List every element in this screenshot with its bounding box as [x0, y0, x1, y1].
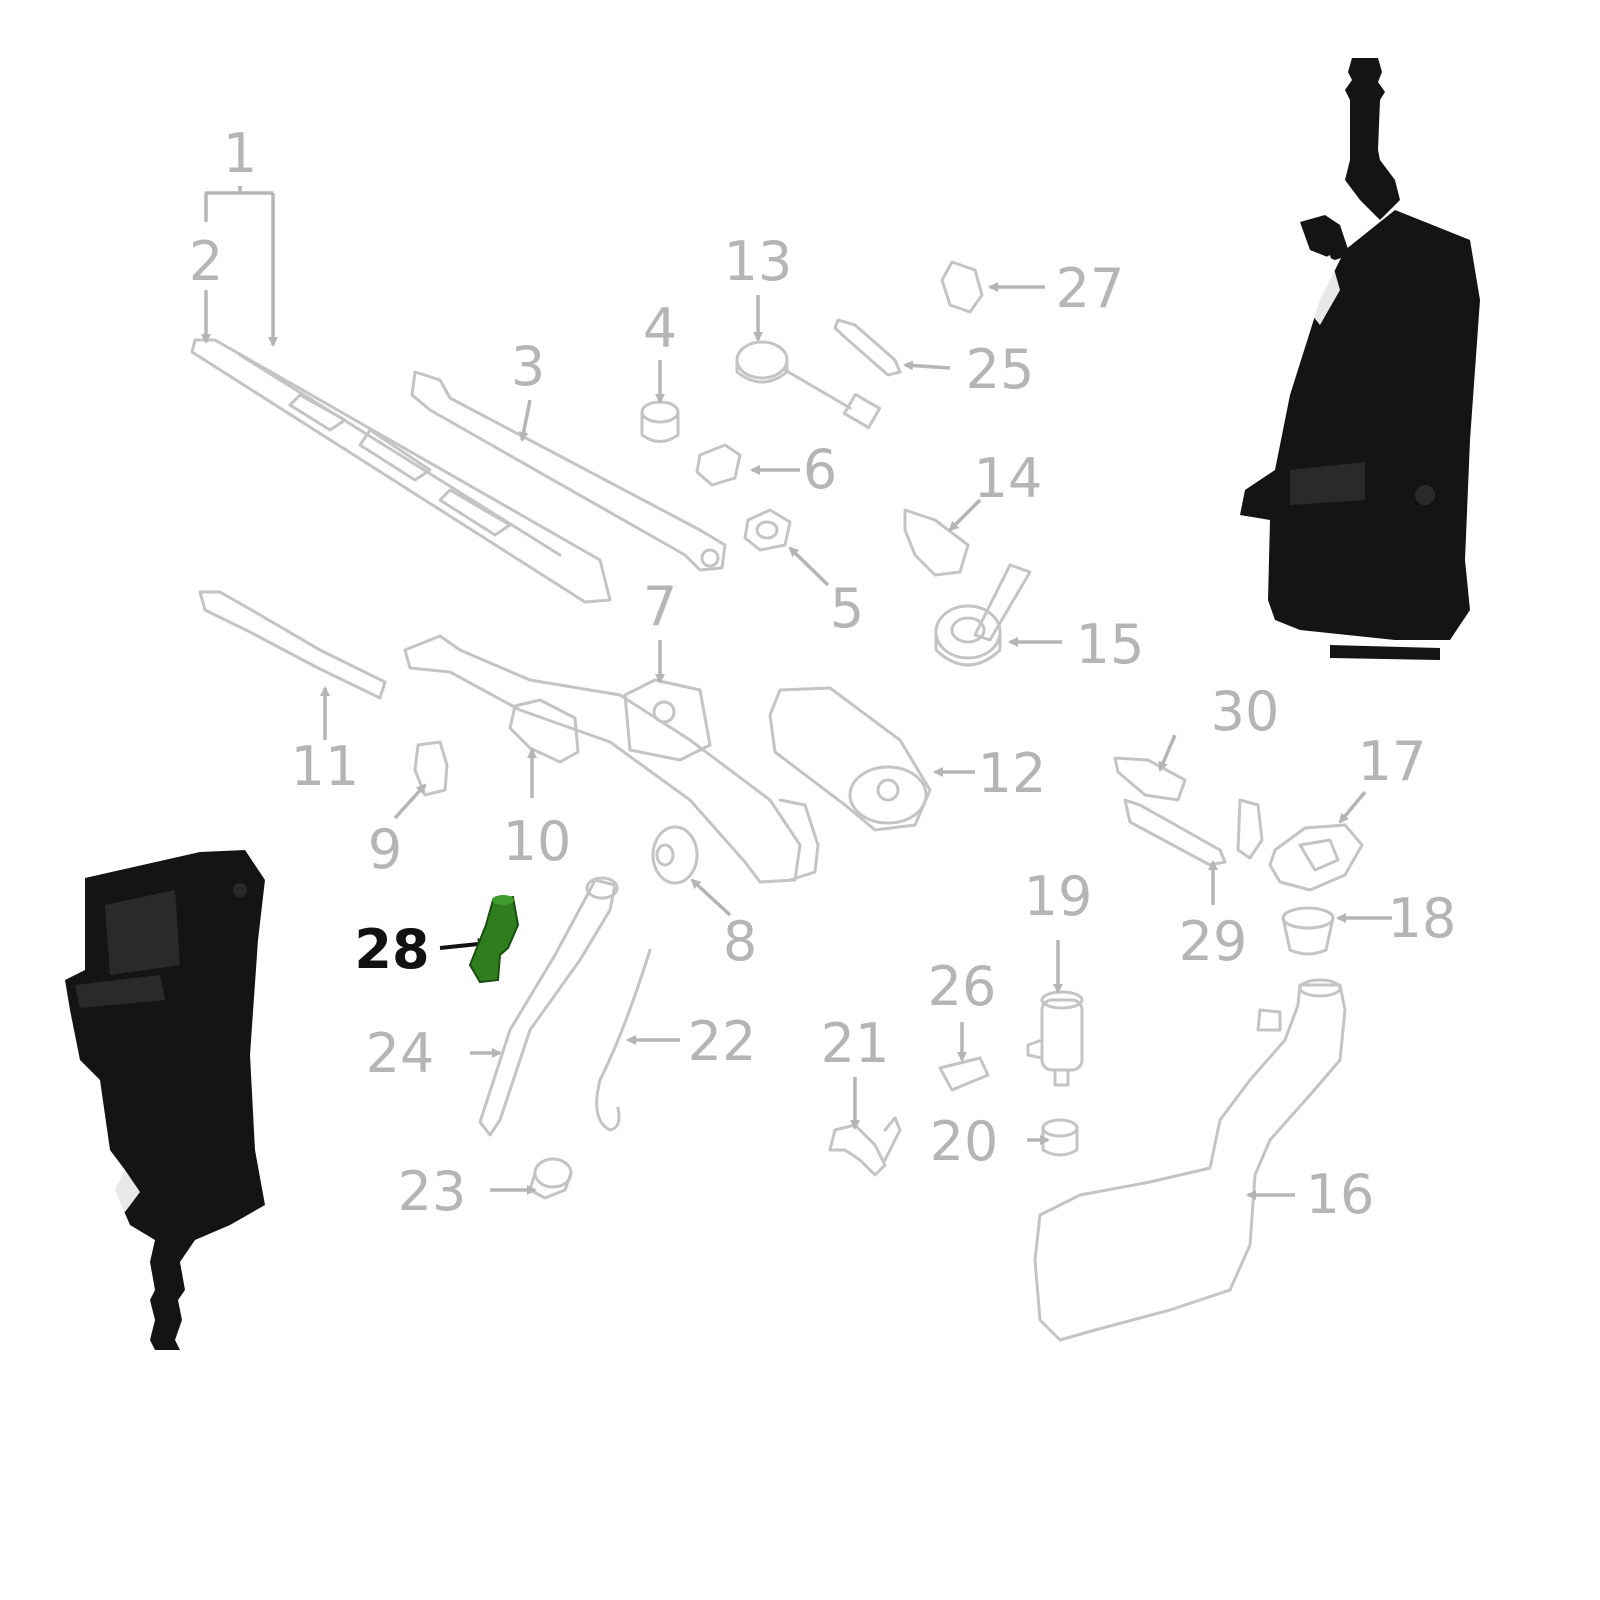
product-photo-top [1240, 58, 1480, 660]
callout-4: 4 [643, 297, 677, 360]
bracket-part-10 [508, 698, 580, 764]
callout-labels: 1 2 3 4 5 6 7 8 9 10 11 12 13 14 15 16 1… [189, 122, 1457, 1226]
callout-15: 15 [1076, 613, 1145, 676]
callout-6: 6 [803, 438, 837, 501]
callout-13: 13 [724, 230, 793, 293]
callout-24: 24 [366, 1022, 435, 1085]
wiper-blade-part [190, 338, 612, 604]
wiper-motor-part-12 [768, 686, 932, 832]
nut-part-5 [743, 508, 792, 552]
callout-11: 11 [291, 735, 360, 798]
elbow-part-21 [828, 1116, 902, 1177]
callout-5: 5 [830, 577, 864, 640]
callout-2: 2 [189, 230, 223, 293]
callout-22: 22 [688, 1010, 757, 1073]
callout-1: 1 [223, 122, 257, 185]
callout-14: 14 [974, 447, 1043, 510]
cap-part-30 [1113, 756, 1187, 802]
callout-7: 7 [643, 575, 677, 638]
callout-21: 21 [821, 1012, 890, 1075]
callout-18: 18 [1388, 887, 1457, 950]
callout-8: 8 [723, 910, 757, 973]
hose-part-25 [833, 318, 902, 377]
connector-part-26 [938, 1056, 990, 1092]
callout-17: 17 [1358, 730, 1427, 793]
callout-9: 9 [368, 818, 402, 881]
washer-pump-part-19 [1026, 990, 1084, 1087]
connector-part-27 [940, 260, 984, 314]
clip-part-17 [1268, 823, 1364, 892]
callout-30: 30 [1211, 680, 1280, 743]
grommet-part-20 [1041, 1118, 1079, 1157]
linkage-part-11 [198, 590, 387, 700]
highlighted-part-28 [468, 895, 520, 984]
clip-part-9 [413, 740, 449, 797]
sensor-part-13 [735, 340, 882, 430]
nozzle-hose-part-29 [1123, 798, 1264, 867]
nozzle-mount-part-15 [934, 563, 1032, 667]
callout-19: 19 [1024, 865, 1093, 928]
plug-part-23 [528, 1157, 573, 1200]
grommet-part-8 [651, 825, 699, 885]
callout-20: 20 [930, 1110, 999, 1173]
cap-part-6 [695, 443, 742, 487]
callout-16: 16 [1306, 1163, 1375, 1226]
callout-23: 23 [398, 1160, 467, 1223]
bracket-part-14 [903, 508, 970, 577]
washer-reservoir-part-16 [1033, 978, 1347, 1342]
callout-26: 26 [928, 955, 997, 1018]
wiper-arm-part [410, 370, 727, 572]
callout-3: 3 [511, 335, 545, 398]
filler-cap-part-18 [1281, 906, 1335, 956]
hose-part-22 [595, 948, 652, 1132]
linkage-frame-part-7 [403, 634, 820, 884]
callout-29: 29 [1179, 910, 1248, 973]
wiper-cap-part-4 [640, 400, 680, 443]
callout-27: 27 [1056, 257, 1125, 320]
callout-12: 12 [978, 742, 1047, 805]
product-photo-bottom [65, 850, 265, 1350]
leader-lines [201, 186, 1392, 1200]
cover-part-24 [478, 876, 619, 1137]
callout-10: 10 [503, 810, 572, 873]
callout-25: 25 [966, 338, 1035, 401]
callout-28: 28 [354, 918, 429, 981]
